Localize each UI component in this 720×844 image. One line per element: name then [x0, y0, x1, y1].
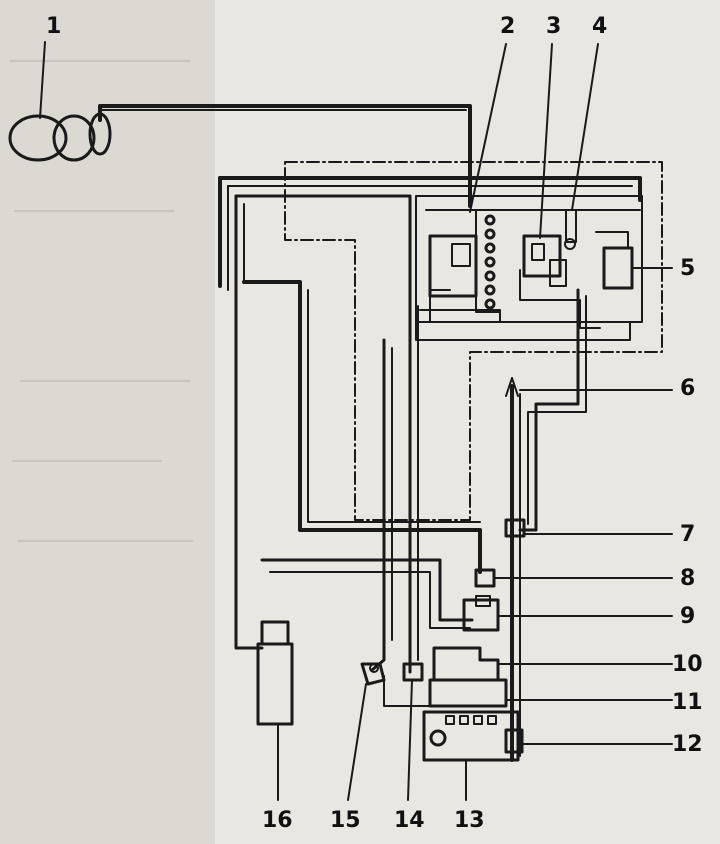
callout-11: 11 — [672, 690, 703, 715]
bleed-text-line — [14, 210, 174, 212]
left-scan-panel — [0, 0, 215, 844]
callout-13: 13 — [454, 808, 485, 833]
reservoir-bellows-icon — [8, 112, 112, 162]
callout-2: 2 — [500, 14, 516, 39]
callout-5: 5 — [680, 256, 696, 281]
callout-8: 8 — [680, 566, 696, 591]
bleed-text-line — [10, 60, 190, 62]
callout-15: 15 — [330, 808, 361, 833]
bleed-text-line — [12, 460, 162, 462]
callout-16: 16 — [262, 808, 293, 833]
callout-7: 7 — [680, 522, 696, 547]
valve-beads-icon — [484, 214, 496, 310]
callout-4: 4 — [592, 14, 608, 39]
callout-1: 1 — [46, 14, 62, 39]
callout-6: 6 — [680, 376, 696, 401]
callout-10: 10 — [672, 652, 703, 677]
callout-3: 3 — [546, 14, 562, 39]
callout-9: 9 — [680, 604, 696, 629]
bleed-text-line — [18, 540, 193, 542]
bleed-text-line — [20, 380, 190, 382]
callout-14: 14 — [394, 808, 425, 833]
callout-12: 12 — [672, 732, 703, 757]
